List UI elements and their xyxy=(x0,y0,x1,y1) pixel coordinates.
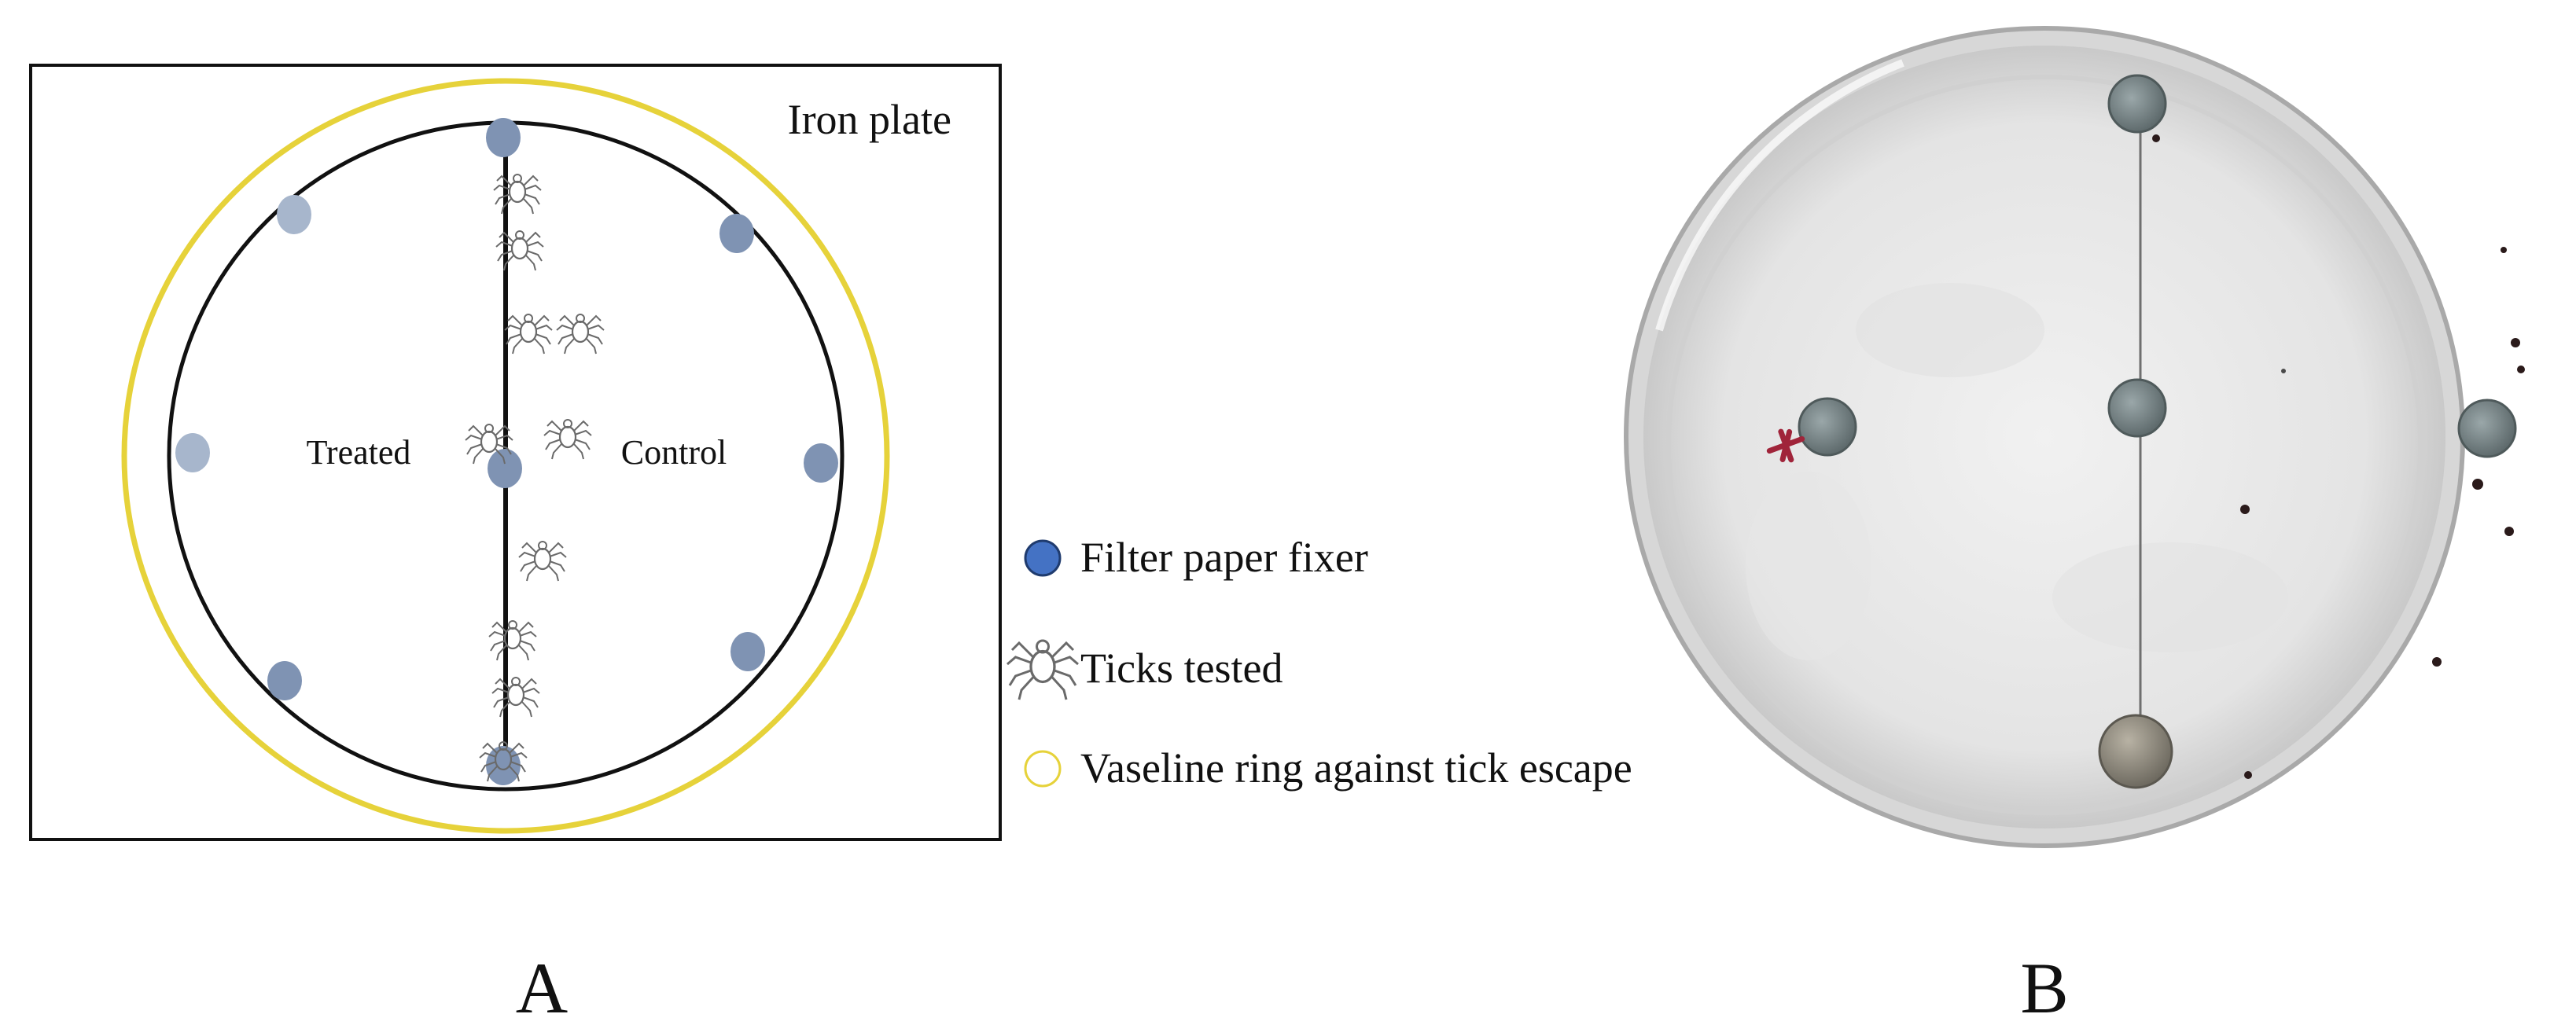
dish-fixer-right xyxy=(2457,399,2517,458)
legend-item-filter-paper-fixer: Filter paper fixer xyxy=(1024,534,1368,581)
tick-dot xyxy=(2472,479,2483,490)
tick-dot xyxy=(2504,527,2514,536)
legend-label-vaseline-ring: Vaseline ring against tick escape xyxy=(1080,744,1632,792)
dish-interior xyxy=(1643,46,2445,828)
legend-label-ticks-tested: Ticks tested xyxy=(1080,645,1283,692)
legend-label-filter-paper-fixer: Filter paper fixer xyxy=(1080,534,1368,581)
fixer-right xyxy=(804,443,838,483)
tick-icon xyxy=(1006,639,1080,701)
paper-smudge xyxy=(2052,542,2288,652)
tick-dot xyxy=(2511,338,2520,347)
tick-dot xyxy=(2240,505,2250,514)
tick-dot xyxy=(2501,247,2507,253)
panel-a-letter: A xyxy=(516,948,568,1028)
fixer-bottom xyxy=(486,746,521,785)
legend-item-vaseline-ring: Vaseline ring against tick escape xyxy=(1024,744,1632,792)
fixer-left xyxy=(175,433,210,472)
panel-b-letter: B xyxy=(2020,948,2068,1028)
filter-paper-fixer-icon xyxy=(1024,539,1062,577)
fixer-upper-left xyxy=(277,195,311,234)
paper-smudge xyxy=(1746,472,1871,660)
ticks-in-dish xyxy=(2152,134,2525,779)
fixer-lower-right xyxy=(730,632,765,671)
vaseline-ring-icon xyxy=(1024,750,1062,788)
tick-dot xyxy=(2244,771,2252,779)
dish-fixer-left xyxy=(1798,397,1857,457)
dish-fixer-center xyxy=(2107,378,2167,438)
panel-b: B xyxy=(1624,26,2525,1028)
panel-a: Iron plate xyxy=(29,64,1002,1028)
control-label: Control xyxy=(621,433,727,472)
petri-dish-photo xyxy=(1624,26,2525,848)
fixer-lower-left xyxy=(267,661,302,700)
tick-dot xyxy=(2517,366,2525,373)
fixer-upper-right xyxy=(719,214,754,253)
legend-item-ticks-tested: Ticks tested xyxy=(1006,639,1283,701)
tick-dot xyxy=(2152,134,2160,142)
dish-fixer-top xyxy=(2107,74,2167,134)
red-marker-icon xyxy=(1766,428,1805,463)
fixer-center xyxy=(488,449,522,488)
tick-dot xyxy=(2281,369,2286,373)
tick-dot xyxy=(2432,657,2442,667)
legend: Filter paper fixer Ticks tested Vaseline… xyxy=(1006,534,1632,792)
fixer-top xyxy=(486,118,521,157)
dish-fixer-bottom xyxy=(2098,714,2173,789)
dish-bevel xyxy=(1666,75,2423,815)
paper-smudge xyxy=(1856,283,2044,377)
vaseline-ring xyxy=(121,78,890,834)
iron-plate-label: Iron plate xyxy=(788,96,951,143)
treated-label: Treated xyxy=(307,433,411,472)
dish-glass-highlight xyxy=(1655,59,1904,332)
